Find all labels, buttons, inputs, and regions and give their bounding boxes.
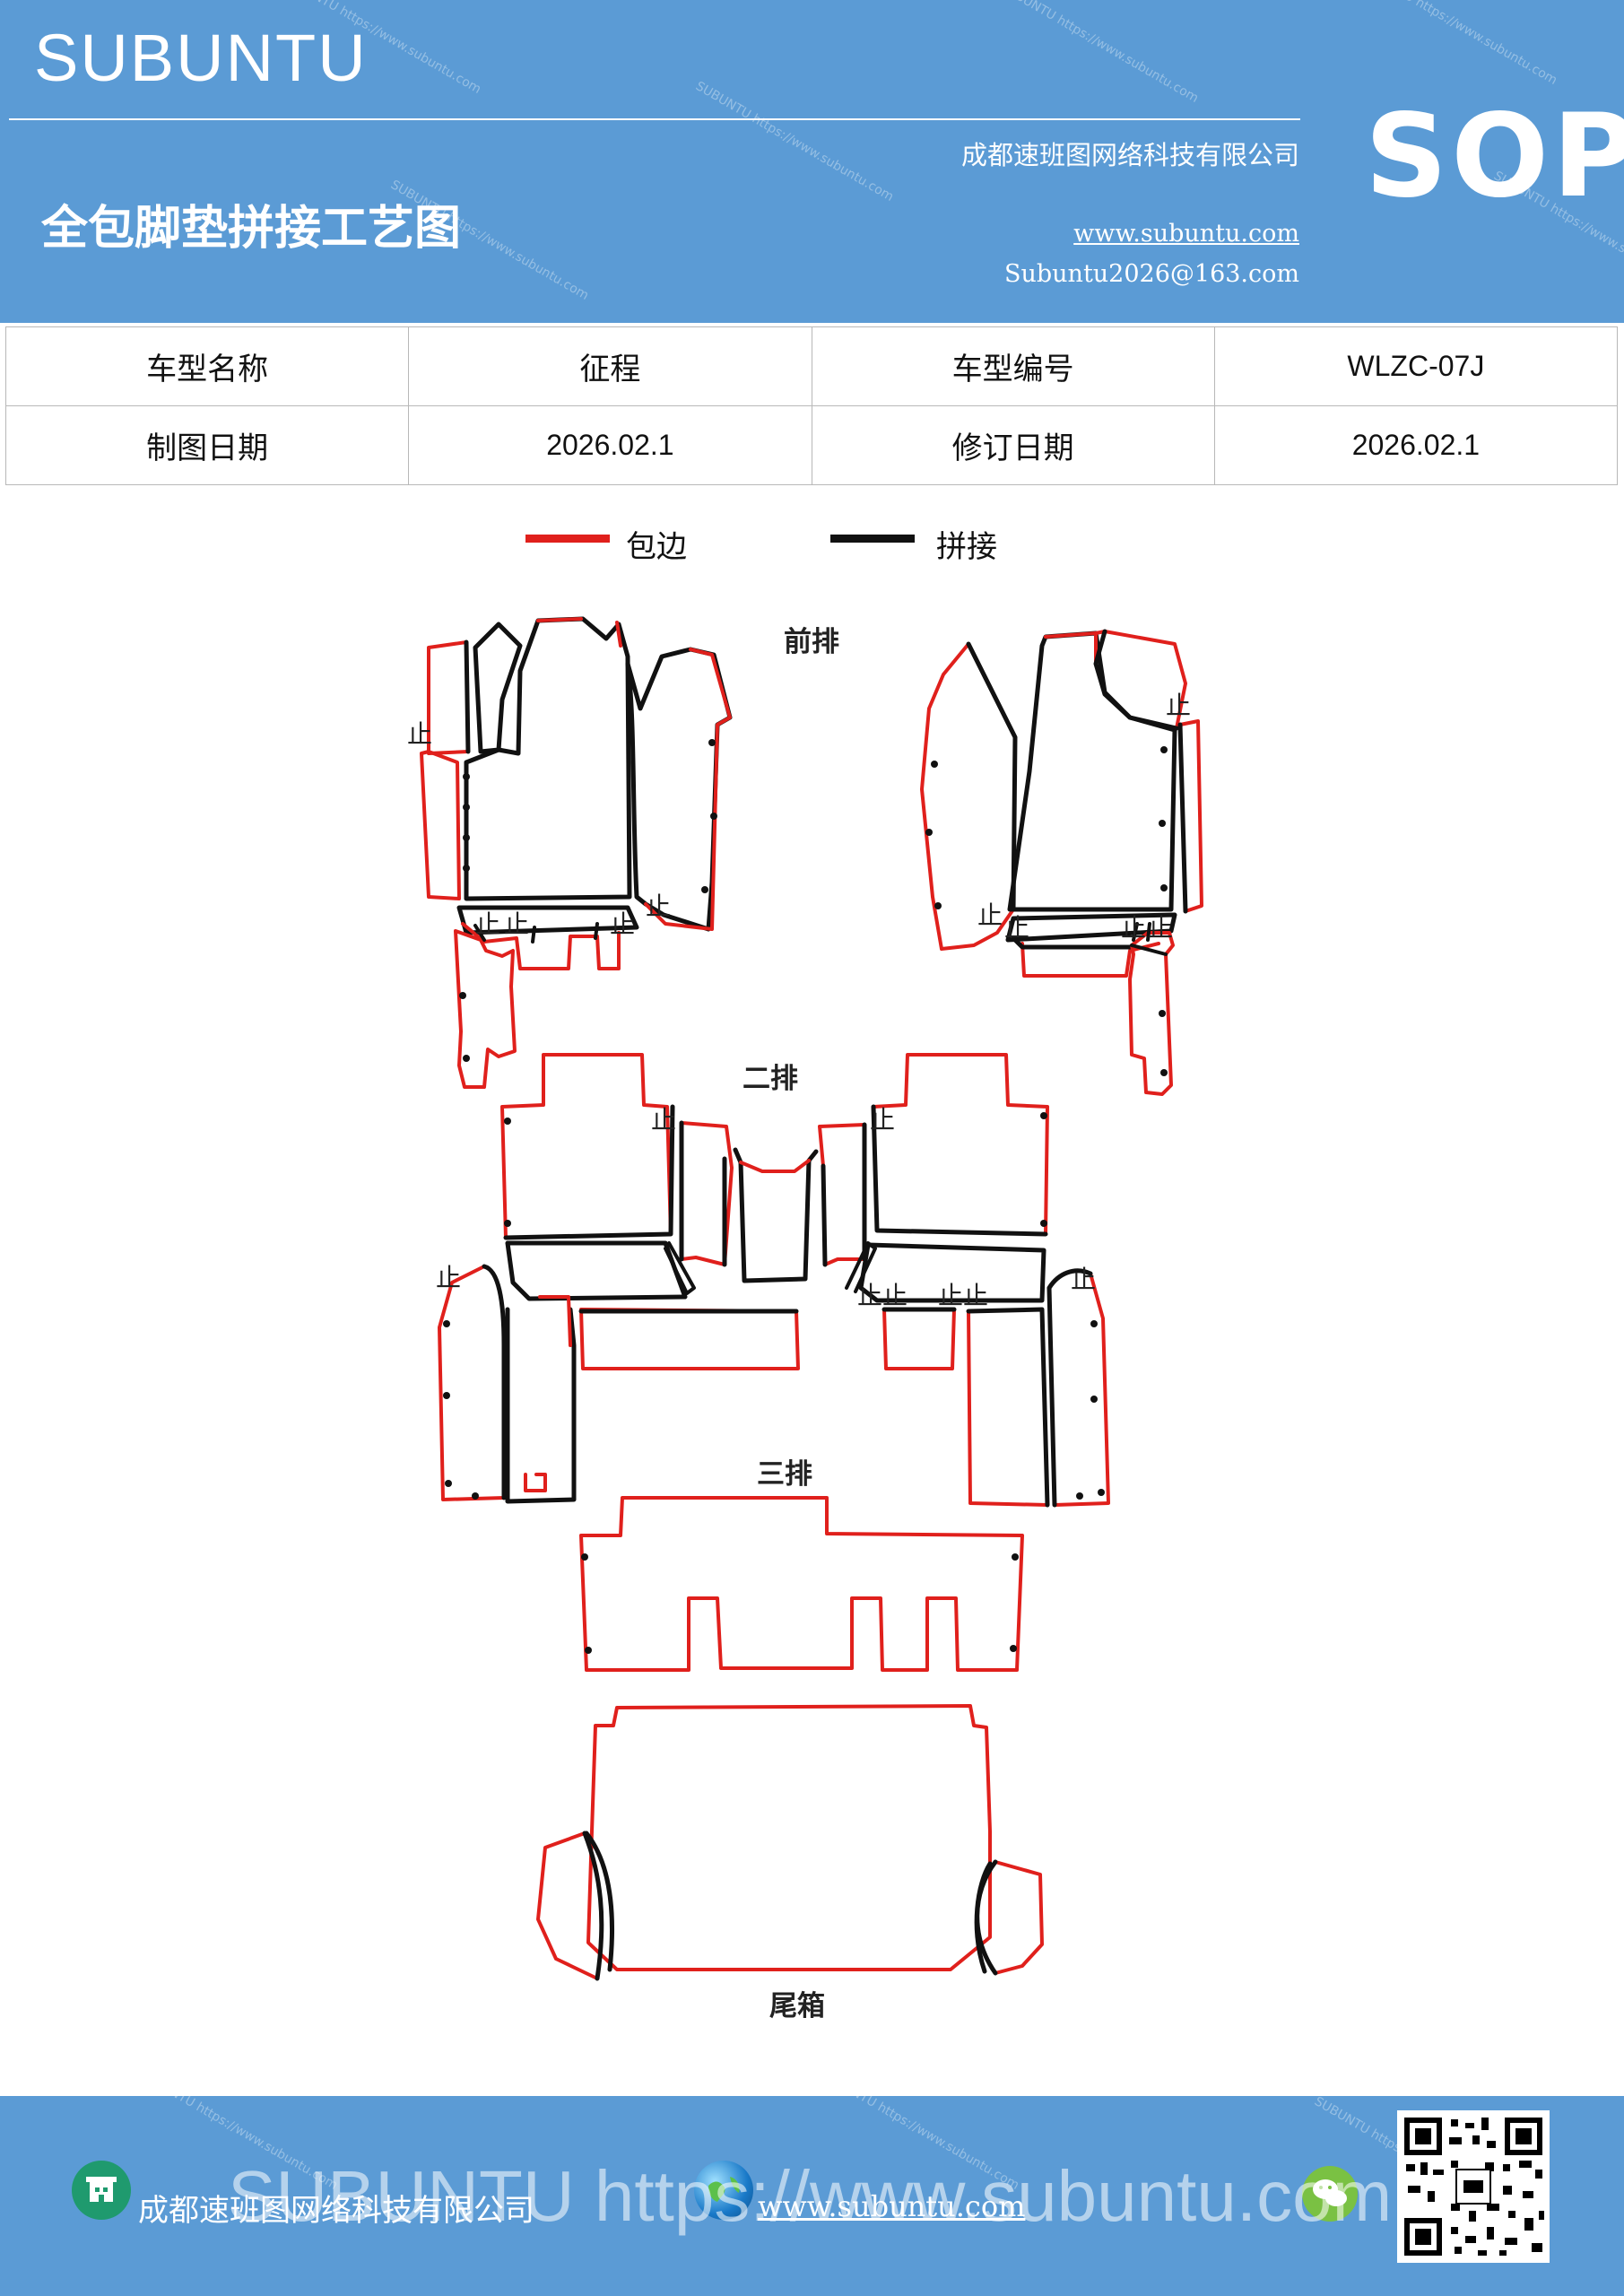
table-cell: 修订日期 [811, 405, 1215, 485]
stop-mark: 止 [1004, 913, 1029, 943]
table-row: 制图日期 2026.02.1 修订日期 2026.02.1 [4, 405, 1619, 485]
stop-mark: 止 [857, 1281, 882, 1310]
legend-splice: 拼接 [830, 522, 1028, 576]
stop-mark: 止 [938, 1281, 963, 1310]
brand-name: SUBUNTU [34, 21, 368, 95]
stop-mark: 止 [882, 1281, 908, 1310]
third-row-label: 三排 [757, 1458, 812, 1491]
stop-mark: 止 [504, 909, 529, 939]
wechat-icon[interactable] [1302, 2166, 1358, 2222]
front-right-dots [925, 746, 1168, 1076]
third-row-mat [579, 1496, 1024, 1672]
second-row-label: 二排 [743, 1063, 798, 1095]
stop-mark: 止 [870, 1105, 895, 1135]
footer-company-name: 成都速班图网络科技有限公司 [138, 2193, 534, 2229]
table-cell: 车型名称 [4, 326, 410, 406]
header-divider [9, 118, 1300, 120]
header-banner: SUBUNTU https://www.subuntu.com SUBUNTU … [0, 0, 1624, 323]
email-address[interactable]: Subuntu2026@163.com [1004, 260, 1299, 288]
legend-swatch-black [830, 535, 915, 543]
table-cell: WLZC-07J [1213, 326, 1619, 406]
stop-mark: 止 [651, 1105, 676, 1135]
stop-mark: 止 [1121, 913, 1146, 943]
building-icon [72, 2161, 131, 2220]
globe-icon [694, 2161, 753, 2220]
legend-swatch-red [525, 535, 610, 543]
document-title: 全包脚垫拼接工艺图 [41, 202, 462, 256]
footer-banner: SUBUNTU https://www.subuntu.com SUBUNTU … [0, 2096, 1624, 2296]
stop-marks: 止 止 止 止 止 止 止 止 止 止 止 止 止 止 止 止 止 止 [407, 691, 1191, 1310]
company-name: 成都速班图网络科技有限公司 [960, 140, 1299, 170]
second-row-mats [438, 1053, 1110, 1508]
table-cell: 车型编号 [811, 326, 1215, 406]
table-row: 车型名称 征程 车型编号 WLZC-07J [4, 326, 1619, 406]
vehicle-info-table: 车型名称 征程 车型编号 WLZC-07J 制图日期 2026.02.1 修订日… [4, 326, 1619, 485]
legend-binding: 包边 [525, 522, 723, 576]
third-row-dots [581, 1553, 1019, 1654]
stop-mark: 止 [1148, 913, 1173, 943]
front-left-dots [459, 739, 717, 1062]
stop-mark: 止 [1166, 691, 1191, 720]
stop-mark: 止 [407, 719, 432, 749]
stop-mark: 止 [475, 909, 500, 939]
table-cell: 制图日期 [4, 405, 410, 485]
stop-mark: 止 [436, 1263, 461, 1292]
table-cell: 2026.02.1 [1213, 405, 1619, 485]
front-right-mats [920, 629, 1203, 1096]
stop-mark: 止 [646, 891, 671, 921]
qr-code [1397, 2110, 1550, 2263]
website-link[interactable]: www.subuntu.com [1073, 220, 1299, 248]
table-cell: 征程 [408, 326, 812, 406]
legend-label: 包边 [626, 529, 687, 565]
second-row-dots [443, 1112, 1105, 1500]
floor-mat-diagram: 前排 二排 三排 尾箱 止 止 止 止 止 止 止 止 止 止 止 止 止 止 … [407, 616, 1203, 2022]
footer-website-link[interactable]: www.subuntu.com [758, 2189, 1026, 2223]
table-cell: 2026.02.1 [408, 405, 812, 485]
footer-url-watermark: SUBUNTU https://www.subuntu.com [228, 2156, 1393, 2236]
stop-mark: 止 [977, 900, 1003, 930]
front-row-label: 前排 [784, 626, 839, 658]
trunk-label: 尾箱 [769, 1990, 825, 2022]
stop-mark: 止 [610, 909, 635, 939]
trunk-mats [536, 1704, 1044, 1981]
front-left-mats [420, 616, 733, 1089]
sop-badge: SOP [1365, 90, 1624, 223]
stop-mark: 止 [1071, 1265, 1096, 1294]
legend-label: 拼接 [936, 529, 997, 565]
stop-mark: 止 [963, 1281, 988, 1310]
